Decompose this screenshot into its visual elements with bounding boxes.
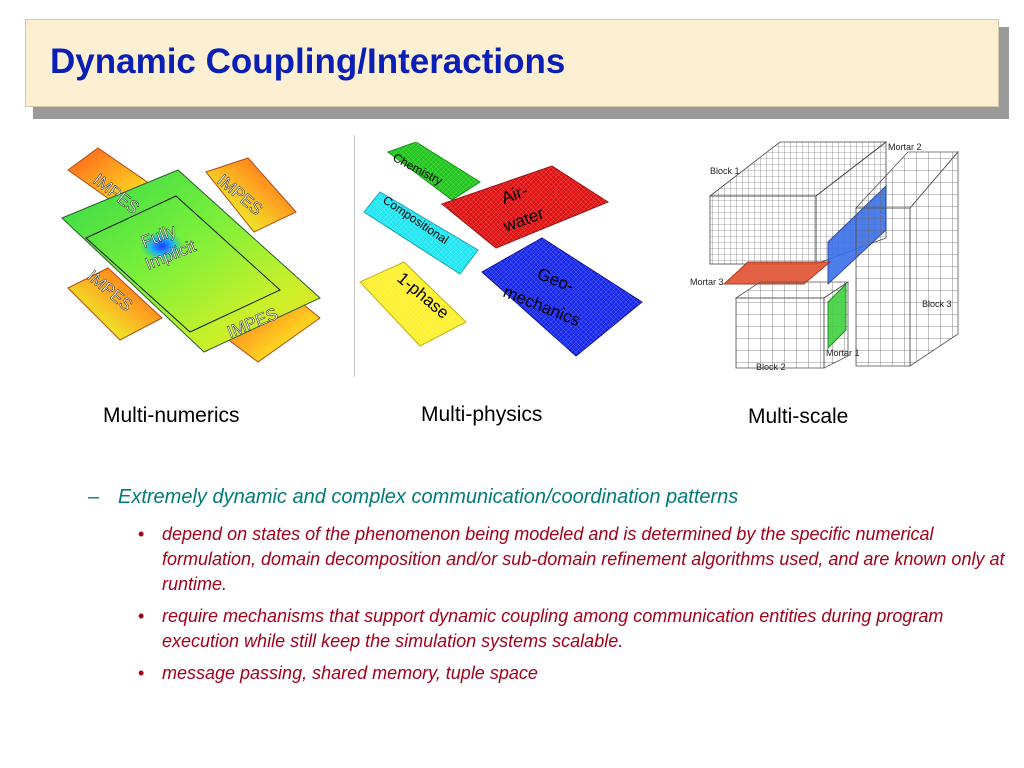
bullet-list: • depend on states of the phenomenon bein… bbox=[136, 522, 1006, 693]
block-3 bbox=[855, 207, 911, 367]
multi-numerics-figure: IMPES IMPES IMPES IMPES Fully Implicit bbox=[58, 140, 338, 375]
block-3-label: Block 3 bbox=[922, 299, 952, 309]
caption-multi-scale: Multi-scale bbox=[748, 405, 849, 428]
figure-divider bbox=[354, 135, 355, 377]
caption-multi-physics: Multi-physics bbox=[421, 403, 543, 426]
caption-multi-numerics: Multi-numerics bbox=[103, 404, 240, 427]
bullet-marker: • bbox=[138, 606, 145, 626]
block-1-label: Block 1 bbox=[710, 166, 740, 176]
fully-implicit-center bbox=[61, 169, 321, 353]
dash-marker: – bbox=[88, 486, 100, 508]
bullet-marker: • bbox=[138, 524, 145, 544]
mortar-1 bbox=[827, 282, 847, 350]
multi-physics-figure: Chemistry Air- water Compositional 1-pha… bbox=[356, 142, 651, 367]
slide-title: Dynamic Coupling/Interactions bbox=[50, 42, 566, 81]
title-banner: Dynamic Coupling/Interactions bbox=[25, 19, 999, 107]
block-2-label: Block 2 bbox=[756, 362, 786, 372]
bullet-item: • require mechanisms that support dynamic… bbox=[136, 604, 1006, 654]
mortar-1-label: Mortar 1 bbox=[826, 348, 860, 358]
mortar-3 bbox=[722, 261, 832, 285]
bullet-item: • message passing, shared memory, tuple s… bbox=[136, 661, 1006, 686]
bullet-text: message passing, shared memory, tuple sp… bbox=[162, 663, 538, 683]
bullet-marker: • bbox=[138, 663, 145, 683]
bullet-text: depend on states of the phenomenon being… bbox=[162, 524, 1005, 594]
mortar-3-label: Mortar 3 bbox=[690, 277, 724, 287]
mortar-2-label: Mortar 2 bbox=[888, 142, 922, 152]
bullet-text: require mechanisms that support dynamic … bbox=[162, 606, 944, 651]
block-1 bbox=[709, 195, 817, 265]
multi-scale-figure: Block 1 Mortar 2 Mortar 3 Block 3 Mortar… bbox=[688, 134, 963, 379]
heading-bullet-text: Extremely dynamic and complex communicat… bbox=[118, 486, 739, 508]
block-2 bbox=[735, 297, 825, 369]
bullet-item: • depend on states of the phenomenon bein… bbox=[136, 522, 1006, 597]
impes-arm-bottom-left bbox=[67, 267, 163, 341]
impes-arm-top-right bbox=[205, 157, 297, 233]
